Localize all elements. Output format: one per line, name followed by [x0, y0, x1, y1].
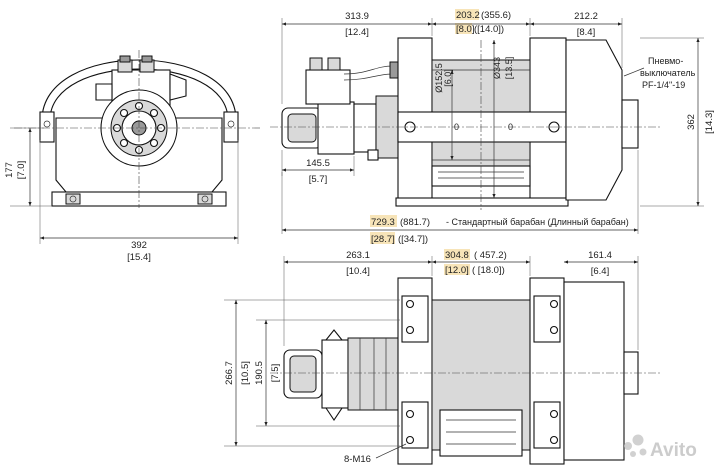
- dim-729-3: 729.3: [371, 217, 395, 228]
- dim-304-8: 304.8: [445, 250, 469, 261]
- dim-6-0: [6.0]: [443, 69, 453, 87]
- dim-190-5: 190.5: [254, 361, 265, 385]
- dim-10-4: [10.4]: [346, 266, 370, 277]
- dim-13-5: [13.5]: [504, 57, 514, 80]
- dim-212-2: 212.2: [574, 11, 598, 22]
- plan-view: 263.1 [10.4] 304.8 ( 457.2) [12.0] ( [18…: [224, 249, 660, 465]
- dim-28-7: [28.7]: [371, 234, 395, 245]
- dim-266-7: 266.7: [224, 361, 235, 385]
- drum-note: - Стандартный барабан (Длинный барабан): [446, 217, 629, 227]
- pneumo-label-1: Пневмо-: [648, 56, 683, 66]
- dim-457-2: ( 457.2): [474, 250, 507, 261]
- dim-18-0: ( [18.0]): [472, 265, 505, 276]
- avito-watermark: Avito: [624, 434, 697, 461]
- dim-145-5: 145.5: [306, 158, 330, 169]
- dim-34-7: ([34.7]): [398, 234, 428, 245]
- bolts-label: 8-M16: [344, 454, 371, 465]
- dim-15-4: [15.4]: [127, 252, 151, 263]
- avito-logo-text: Avito: [650, 440, 697, 461]
- dim-d343: Ø343: [492, 57, 502, 79]
- dim-14-3: [14.3]: [704, 110, 715, 134]
- dim-8-0: [8.0]: [456, 24, 475, 35]
- dim-7-0: [7.0]: [16, 161, 27, 180]
- end-view: 177 [7.0] 392 [15.4]: [4, 50, 262, 263]
- front-view: 0 0 313.9 [12.4] 203.2 (355.6) [8.0] ([1…: [270, 9, 715, 245]
- dim-313-9: 313.9: [345, 11, 369, 22]
- dim-6-4: [6.4]: [591, 266, 610, 277]
- dim-355-6: (355.6): [481, 10, 511, 21]
- dim-8-4: [8.4]: [577, 27, 596, 38]
- dim-881-7: (881.7): [400, 217, 430, 228]
- dim-177: 177: [4, 162, 15, 178]
- dim-263-1: 263.1: [346, 250, 370, 261]
- dim-161-4: 161.4: [588, 250, 612, 261]
- dim-392: 392: [131, 240, 147, 251]
- dim-10-5: [10.5]: [240, 361, 251, 385]
- dim-362: 362: [686, 114, 697, 130]
- dim-5-7: [5.7]: [309, 174, 328, 185]
- dim-203-2: 203.2: [456, 10, 480, 21]
- dim-12-0: [12.0]: [445, 265, 469, 276]
- dim-14-0: ([14.0]): [474, 24, 504, 35]
- dim-7-5: [7.5]: [270, 364, 281, 383]
- dim-d152-5: Ø152.5: [434, 63, 444, 93]
- dim-12-4: [12.4]: [345, 27, 369, 38]
- pneumo-label-3: PF-1/4"-19: [642, 80, 685, 90]
- pneumo-label-2: выключатель: [640, 68, 696, 78]
